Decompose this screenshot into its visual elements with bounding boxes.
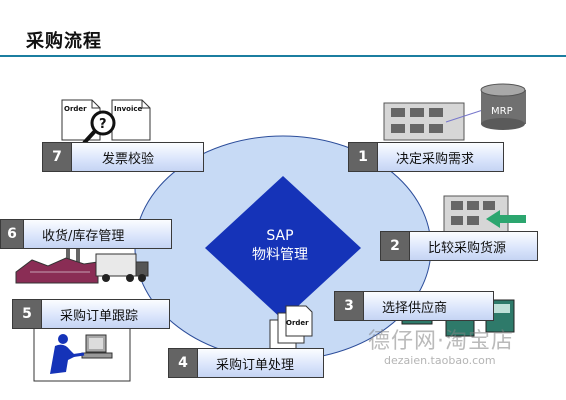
step-label: 比较采购货源 xyxy=(410,231,538,261)
watermark-text: 德仔网·淘宝店 xyxy=(368,329,514,354)
mrp-building-icon xyxy=(383,102,465,141)
sap-center-label: SAP 物料管理 xyxy=(232,227,328,265)
computer-user-icon xyxy=(33,325,131,382)
step-label: 收货/库存管理 xyxy=(24,219,172,249)
step-5-purchase-order-tracking[interactable]: 5 采购订单跟踪 xyxy=(12,299,170,329)
mrp-database-icon xyxy=(480,83,526,130)
watermark-url: dezaien.taobao.com xyxy=(384,354,496,367)
order-stack-label: Order xyxy=(286,319,309,327)
title-divider xyxy=(0,55,566,57)
step-number-badge: 6 xyxy=(0,219,24,249)
warehouse-icon xyxy=(15,244,99,284)
step-6-goods-receipt-inventory[interactable]: 6 收货/库存管理 xyxy=(0,219,172,249)
invoice-doc-label: Invoice xyxy=(114,105,143,113)
step-number-badge: 7 xyxy=(42,142,72,172)
step-2-compare-sources[interactable]: 2 比较采购货源 xyxy=(380,231,538,261)
sap-center-line2: 物料管理 xyxy=(252,247,308,263)
step-label: 采购订单处理 xyxy=(198,348,324,378)
step-label: 选择供应商 xyxy=(364,291,494,321)
magnifier-icon: ? xyxy=(82,110,116,145)
sap-center-line1: SAP xyxy=(266,228,294,244)
step-1-determine-requirements[interactable]: 1 决定采购需求 xyxy=(348,142,504,172)
step-4-purchase-order-processing[interactable]: 4 采购订单处理 xyxy=(168,348,324,378)
step-number-badge: 1 xyxy=(348,142,378,172)
step-3-select-vendor[interactable]: 3 选择供应商 xyxy=(334,291,494,321)
step-label: 决定采购需求 xyxy=(378,142,504,172)
svg-text:?: ? xyxy=(99,117,107,132)
order-document-stack-icon xyxy=(269,305,313,351)
step-7-invoice-verification[interactable]: 7 发票校验 xyxy=(42,142,204,172)
order-doc-label: Order xyxy=(64,105,87,113)
truck-icon xyxy=(95,253,149,282)
step-number-badge: 3 xyxy=(334,291,364,321)
step-number-badge: 4 xyxy=(168,348,198,378)
step-number-badge: 5 xyxy=(12,299,42,329)
step-label: 发票校验 xyxy=(72,142,204,172)
slide-title: 采购流程 xyxy=(26,31,102,52)
step-label: 采购订单跟踪 xyxy=(42,299,170,329)
green-arrow-icon xyxy=(486,210,526,228)
sap-diamond xyxy=(205,176,361,320)
invoice-document-icon xyxy=(111,99,151,141)
step-number-badge: 2 xyxy=(380,231,410,261)
mrp-label: MRP xyxy=(491,106,513,117)
